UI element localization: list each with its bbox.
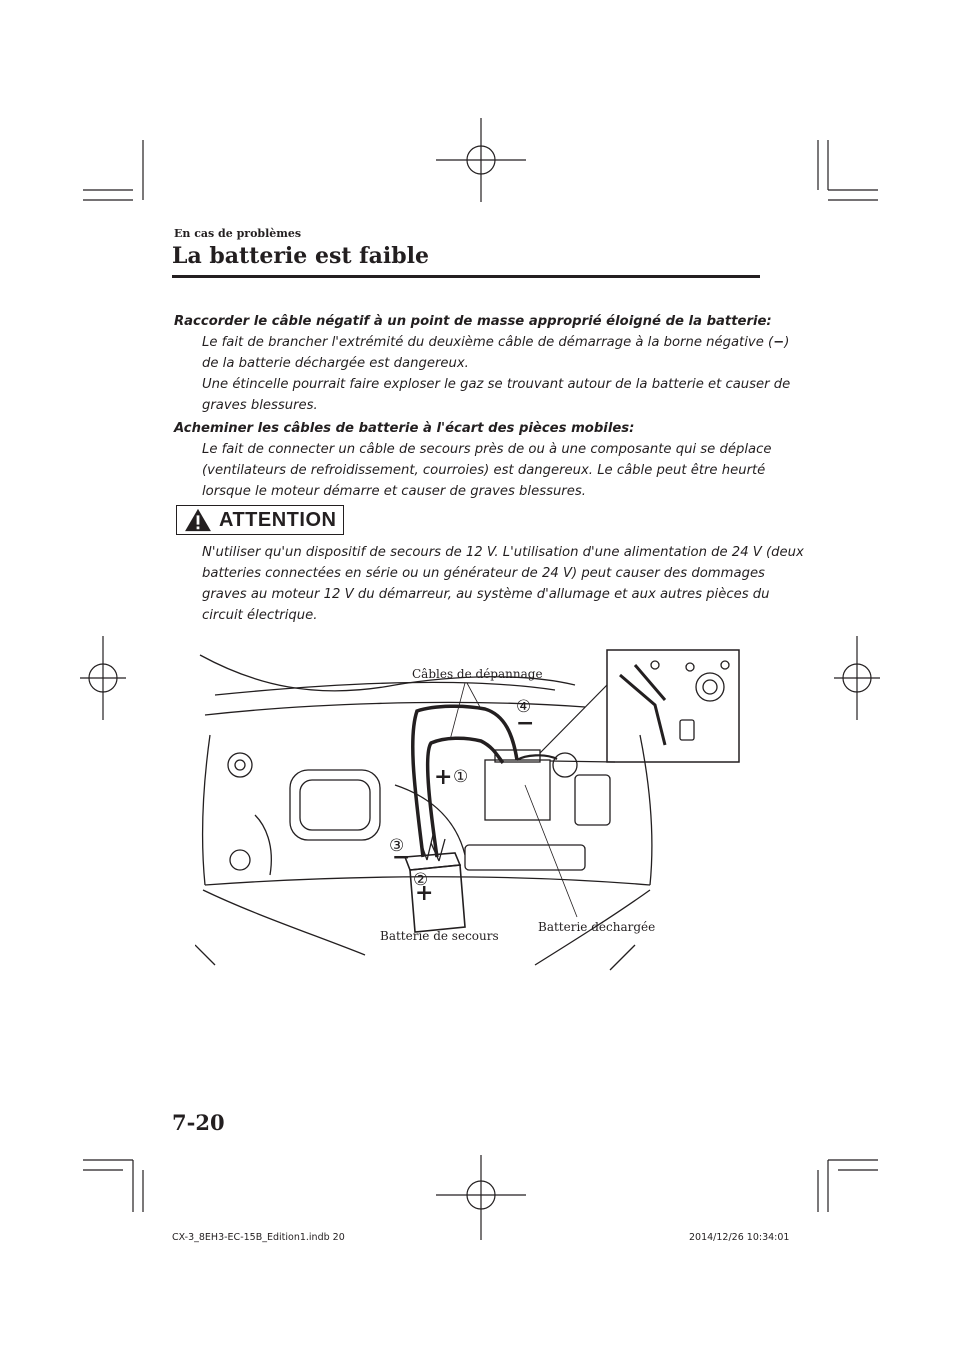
- section-label: En cas de problèmes: [174, 227, 302, 240]
- warning-2-heading: Acheminer les câbles de batterie à l'éca…: [174, 421, 635, 436]
- footer-date: 2014/12/26 10:34:01: [689, 1232, 790, 1243]
- warning-2-line-1: Le fait de connecter un câble de secours…: [202, 442, 772, 457]
- label-booster-battery: Batterie de secours: [380, 929, 499, 943]
- negative-terminal-symbol: −: [773, 335, 785, 350]
- warning-block-1: Raccorder le câble négatif à un point de…: [174, 311, 791, 416]
- attention-line-1: N'utiliser qu'un dispositif de secours d…: [202, 545, 804, 560]
- plus-symbol-discharged: +: [434, 764, 453, 790]
- warning-1-line-1-text: Le fait de brancher l'extrémité du deuxi…: [202, 335, 774, 350]
- page-number: 7-20: [172, 1110, 225, 1135]
- page-title: La batterie est faible: [172, 243, 429, 269]
- warning-triangle-icon: [185, 508, 211, 532]
- attention-banner: ATTENTION: [176, 505, 344, 535]
- close-paren: ): [784, 335, 790, 350]
- warning-1-heading: Raccorder le câble négatif à un point de…: [174, 314, 772, 329]
- warning-2-line-3: lorsque le moteur démarre et causer de g…: [202, 484, 586, 499]
- attention-line-2: batteries connectées en série ou un géné…: [202, 566, 765, 581]
- warning-1-line-2: de la batterie déchargée est dangereux.: [202, 356, 469, 371]
- label-discharged-battery: Batterie déchargée: [538, 920, 656, 934]
- minus-symbol-ground: −: [516, 710, 535, 736]
- marker-4: ④: [516, 697, 532, 717]
- warning-block-2: Acheminer les câbles de batterie à l'éca…: [174, 418, 772, 502]
- footer-file-name: CX-3_8EH3-EC-15B_Edition1.indb 20: [172, 1232, 345, 1243]
- warning-1-line-3: Une étincelle pourrait faire exploser le…: [202, 377, 791, 392]
- warning-1-line-4: graves blessures.: [202, 398, 318, 413]
- attention-label: ATTENTION: [219, 508, 337, 531]
- attention-body: N'utiliser qu'un dispositif de secours d…: [202, 542, 804, 626]
- label-jumper-cables: Câbles de dépannage: [412, 667, 543, 681]
- attention-line-4: circuit électrique.: [202, 608, 318, 623]
- title-rule: [172, 275, 760, 278]
- attention-line-3: graves au moteur 12 V du démarreur, au s…: [202, 587, 770, 602]
- marker-1: ①: [453, 767, 469, 787]
- marker-3: ③: [389, 836, 405, 856]
- warning-2-line-2: (ventilateurs de refroidissement, courro…: [202, 463, 766, 478]
- plus-symbol-booster: +: [415, 880, 434, 906]
- warning-1-line-1: Le fait de brancher l'extrémité du deuxi…: [202, 332, 789, 353]
- minus-symbol-booster: −: [392, 844, 411, 870]
- jump-start-illustration: [195, 649, 740, 971]
- marker-2: ②: [413, 870, 429, 890]
